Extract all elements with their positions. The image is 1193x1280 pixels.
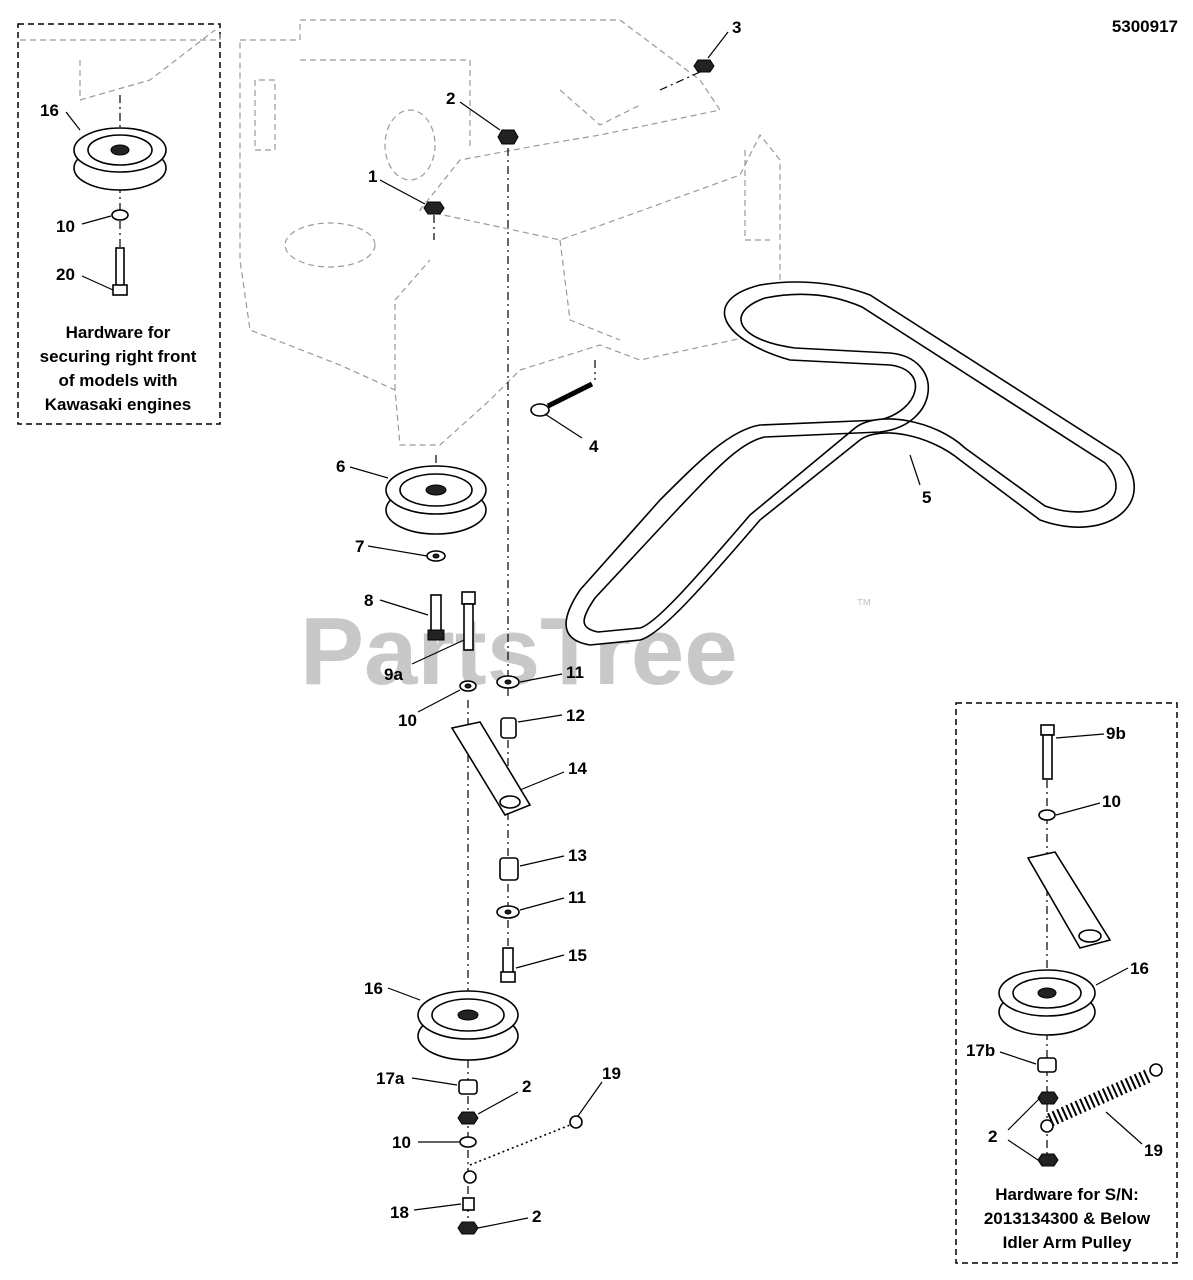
callout-label: 16 <box>1130 959 1149 978</box>
caption-line: securing right front <box>40 347 197 366</box>
washer-7 <box>426 550 446 562</box>
callout-label: 10 <box>56 217 75 236</box>
drive-belt <box>565 281 1135 646</box>
callout-label: 11 <box>568 888 586 907</box>
callout-label: 8 <box>364 591 373 610</box>
spacer-17a <box>458 1079 478 1095</box>
document-number: 5300917 <box>1112 17 1178 36</box>
callout-label: 6 <box>336 457 345 476</box>
callout-label: 5 <box>922 488 931 507</box>
callout-label: 10 <box>392 1133 411 1152</box>
callout-label: 13 <box>568 846 587 865</box>
caption-line: Hardware for <box>66 323 171 342</box>
idler-pulley-6 <box>385 465 487 535</box>
callout-label: 16 <box>364 979 383 998</box>
serial-caption: Hardware for S/N: 2013134300 & Below Idl… <box>984 1185 1151 1252</box>
mower-frame <box>239 19 781 446</box>
caption-line: Idler Arm Pulley <box>1003 1233 1132 1252</box>
washer-10 <box>459 680 477 692</box>
callout-label: 14 <box>568 759 587 778</box>
callout-label: 16 <box>40 101 59 120</box>
spacer-13 <box>499 857 519 881</box>
callout-label: 17b <box>966 1041 995 1060</box>
caption-line: 2013134300 & Below <box>984 1209 1151 1228</box>
callout-label: 1 <box>368 167 377 186</box>
callout-label: 19 <box>1144 1141 1163 1160</box>
flange-nut-2-bottom <box>457 1221 479 1235</box>
callout-label: 9b <box>1106 724 1126 743</box>
washer-11-top <box>496 675 520 689</box>
serial-hardware-box <box>955 702 1178 1264</box>
callout-label: 17a <box>376 1069 405 1088</box>
caption-line: Kawasaki engines <box>45 395 191 414</box>
watermark-trademark: ™ <box>856 597 872 614</box>
callout-label: 10 <box>398 711 417 730</box>
callout-label: 3 <box>732 18 741 37</box>
caption-line: of models with <box>59 371 178 390</box>
flange-nut-3 <box>693 59 715 73</box>
spacer-18 <box>462 1197 475 1211</box>
spacer-12 <box>500 717 517 739</box>
washer-11-bottom <box>496 905 520 919</box>
extension-spring-19 <box>463 1115 583 1184</box>
callout-label: 11 <box>566 663 584 682</box>
callout-label: 19 <box>602 1064 621 1083</box>
callout-leaders <box>65 31 1143 1229</box>
shoulder-bolt-15 <box>500 947 516 983</box>
callout-label: 12 <box>566 706 585 725</box>
eye-bolt-4 <box>530 381 594 417</box>
callout-labels: 1 2 3 4 5 6 7 8 9a 10 11 12 14 13 11 15 … <box>40 18 1163 1226</box>
callout-label: 2 <box>522 1077 531 1096</box>
washer-10-lower <box>459 1136 477 1148</box>
callout-label: 2 <box>532 1207 541 1226</box>
idler-arm-14 <box>450 721 532 816</box>
callout-label: 15 <box>568 946 587 965</box>
flange-nut-2-top <box>497 129 519 145</box>
kawasaki-caption: Hardware for securing right front of mod… <box>40 323 197 414</box>
lock-nut-1 <box>423 201 445 215</box>
callout-label: 20 <box>56 265 75 284</box>
callout-label: 2 <box>988 1127 997 1146</box>
caption-line: Hardware for S/N: <box>995 1185 1139 1204</box>
kawasaki-hardware-box <box>17 23 221 425</box>
callout-label: 18 <box>390 1203 409 1222</box>
hex-bolt-9a <box>461 591 476 651</box>
callout-label: 10 <box>1102 792 1121 811</box>
callout-label: 7 <box>355 537 364 556</box>
callout-label: 9a <box>384 665 403 684</box>
callout-label: 4 <box>589 437 599 456</box>
callout-label: 2 <box>446 89 455 108</box>
idler-pulley-16 <box>417 990 519 1061</box>
flange-nut-2-mid <box>457 1111 479 1125</box>
shoulder-bolt-8 <box>427 594 445 641</box>
